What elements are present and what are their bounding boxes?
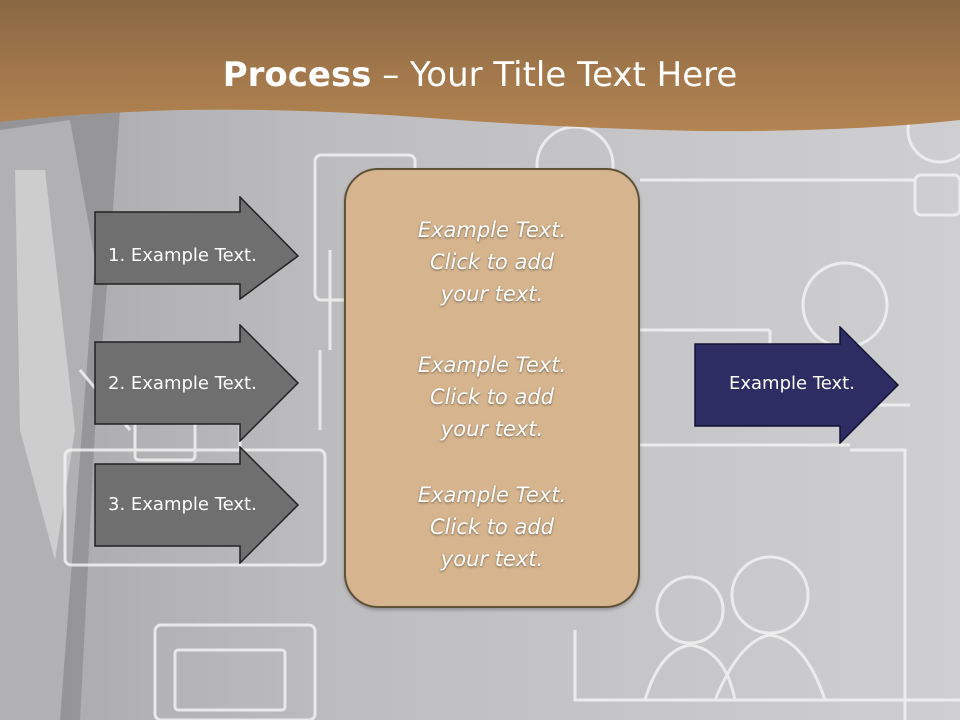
panel-text-block-3[interactable]: Example Text. Click to add your text. [346, 479, 638, 575]
panel-text-block-1[interactable]: Example Text. Click to add your text. [346, 214, 638, 310]
step-1-label: 1. Example Text. [108, 245, 257, 266]
panel-line: Click to add [429, 385, 554, 409]
step-2-arrow[interactable] [94, 324, 300, 442]
title-rest: – Your Title Text Here [371, 55, 738, 95]
header-band [0, 0, 960, 132]
panel-line: Click to add [429, 250, 554, 274]
step-3-label: 3. Example Text. [108, 494, 257, 515]
panel-text-block-2[interactable]: Example Text. Click to add your text. [346, 349, 638, 445]
result-arrow[interactable] [694, 326, 900, 444]
panel-line: your text. [440, 547, 544, 571]
panel-line: Example Text. [417, 353, 567, 377]
panel-line: your text. [440, 282, 544, 306]
panel-line: Example Text. [417, 483, 567, 507]
content-panel[interactable]: Example Text. Click to add your text. Ex… [344, 168, 640, 608]
panel-line: Example Text. [417, 218, 567, 242]
necktie-sketch [15, 170, 75, 560]
step-3-arrow[interactable] [94, 446, 300, 564]
step-1-arrow[interactable] [94, 196, 300, 300]
panel-line: your text. [440, 417, 544, 441]
panel-line: Click to add [429, 515, 554, 539]
slide-title[interactable]: Process – Your Title Text Here [0, 50, 960, 100]
title-bold: Process [222, 55, 372, 95]
step-2-label: 2. Example Text. [108, 373, 257, 394]
result-label: Example Text. [729, 373, 855, 394]
